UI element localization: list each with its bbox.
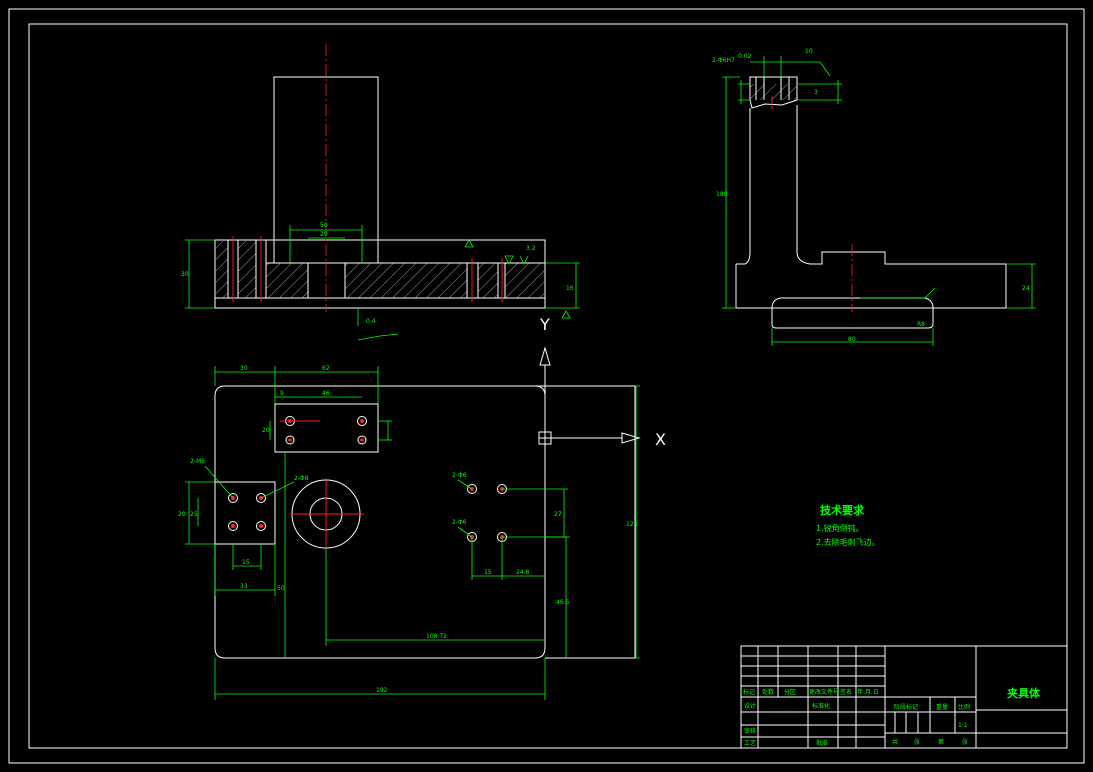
plan-dim-62: 62 <box>322 365 330 372</box>
plan-dim-9: 9 <box>280 390 284 397</box>
tb-sheet2: 张 <box>962 738 968 746</box>
side-dim-80: 80 <box>848 336 856 343</box>
front-dim-50: 50 <box>320 222 328 229</box>
tech-requirements: 技术要求 1.锐角倒钝。 2.去除毛刺飞边。 <box>816 503 880 547</box>
plan-dim-24-8: 24.8 <box>516 569 530 576</box>
front-dim-30: 30 <box>181 271 189 278</box>
plan-dim-46: 46 <box>322 390 330 397</box>
plan-dim-50: 50 <box>277 585 285 592</box>
plan-dim-108: 108.72 <box>426 633 447 640</box>
tb-standardize: 标准化 <box>812 702 830 710</box>
plan-dim-46-5: 46.5 <box>556 599 570 606</box>
tb-count: 处数 <box>762 688 774 696</box>
side-view: 188 24 80 R8 10 2-Φ6H7 0.02 3 <box>712 48 1036 346</box>
tb-stage-mark: 阶段标记 <box>894 703 918 711</box>
plan-hole-2phi6b: 2-Φ6 <box>452 519 467 526</box>
inner-frame <box>28 23 1068 749</box>
plan-hole-2phi8: 2-Φ8 <box>294 475 309 482</box>
outer-frame <box>8 8 1085 764</box>
plan-dim-15b: 15 <box>484 569 492 576</box>
tb-process: 工艺 <box>744 739 756 747</box>
tb-sign: 签名 <box>840 688 852 696</box>
tech-req-item-1: 1.锐角倒钝。 <box>816 523 864 533</box>
x-axis-label: X <box>655 430 666 449</box>
tech-req-title: 技术要求 <box>820 503 865 517</box>
tb-design: 设计 <box>744 702 756 710</box>
plan-dim-33: 33 <box>240 583 248 590</box>
plan-dim-25: 25 <box>190 511 198 518</box>
tb-ratio: 比例 <box>958 703 970 711</box>
tb-part-name: 夹具体 <box>1007 686 1041 700</box>
plan-dim-27: 27 <box>554 511 562 518</box>
plan-dim-15a: 15 <box>242 559 250 566</box>
tb-weight: 重量 <box>936 703 948 711</box>
plan-view: X Y 30 62 9 46 20 20 25 2-M6 2-Φ8 15 <box>178 315 666 700</box>
tb-approve: 批准 <box>816 739 828 747</box>
plan-dim-30: 30 <box>240 365 248 372</box>
tb-date: 年.月.日 <box>857 688 879 696</box>
plan-dim-20a: 20 <box>262 427 270 434</box>
tech-req-item-2: 2.去除毛刺飞边。 <box>816 537 880 547</box>
side-dim-3: 3 <box>814 89 818 96</box>
front-section-view: 30 16 50 20 3.2 0.4 <box>181 44 580 341</box>
front-rough-3-2: 3.2 <box>526 245 536 252</box>
plan-dim-20b: 20 <box>178 511 186 518</box>
front-dim-20: 20 <box>320 231 328 238</box>
side-dim-2m6: 2-Φ6H7 <box>712 57 735 64</box>
side-dim-188: 188 <box>716 191 728 198</box>
tb-scale-value: 1:1 <box>958 722 968 729</box>
y-axis-label: Y <box>539 315 550 334</box>
side-dim-0-02: 0.02 <box>738 53 752 60</box>
tb-sheets: 张 <box>914 738 920 746</box>
plan-hole-2phi6a: 2-Φ6 <box>452 472 467 479</box>
tb-total: 共 <box>892 738 898 746</box>
side-dim-10: 10 <box>805 48 813 55</box>
plan-dim-123: 123 <box>626 521 638 528</box>
tb-page: 第 <box>938 738 944 746</box>
plan-hole-2m6: 2-M6 <box>190 458 205 465</box>
tb-zone: 分区 <box>784 688 796 696</box>
tb-review: 审核 <box>744 727 756 735</box>
front-dim-16: 16 <box>566 285 574 292</box>
tb-doc-no: 更改文件号 <box>809 688 839 696</box>
plan-dim-192: 192 <box>376 687 388 694</box>
title-block: 标记 处数 分区 更改文件号 签名 年.月.日 设计 标准化 阶段标记 重量 比… <box>740 645 1068 749</box>
side-dim-r8: R8 <box>917 321 925 328</box>
front-dim-0-4: 0.4 <box>366 318 376 325</box>
tb-mark: 标记 <box>743 688 755 696</box>
side-dim-24: 24 <box>1022 285 1030 292</box>
